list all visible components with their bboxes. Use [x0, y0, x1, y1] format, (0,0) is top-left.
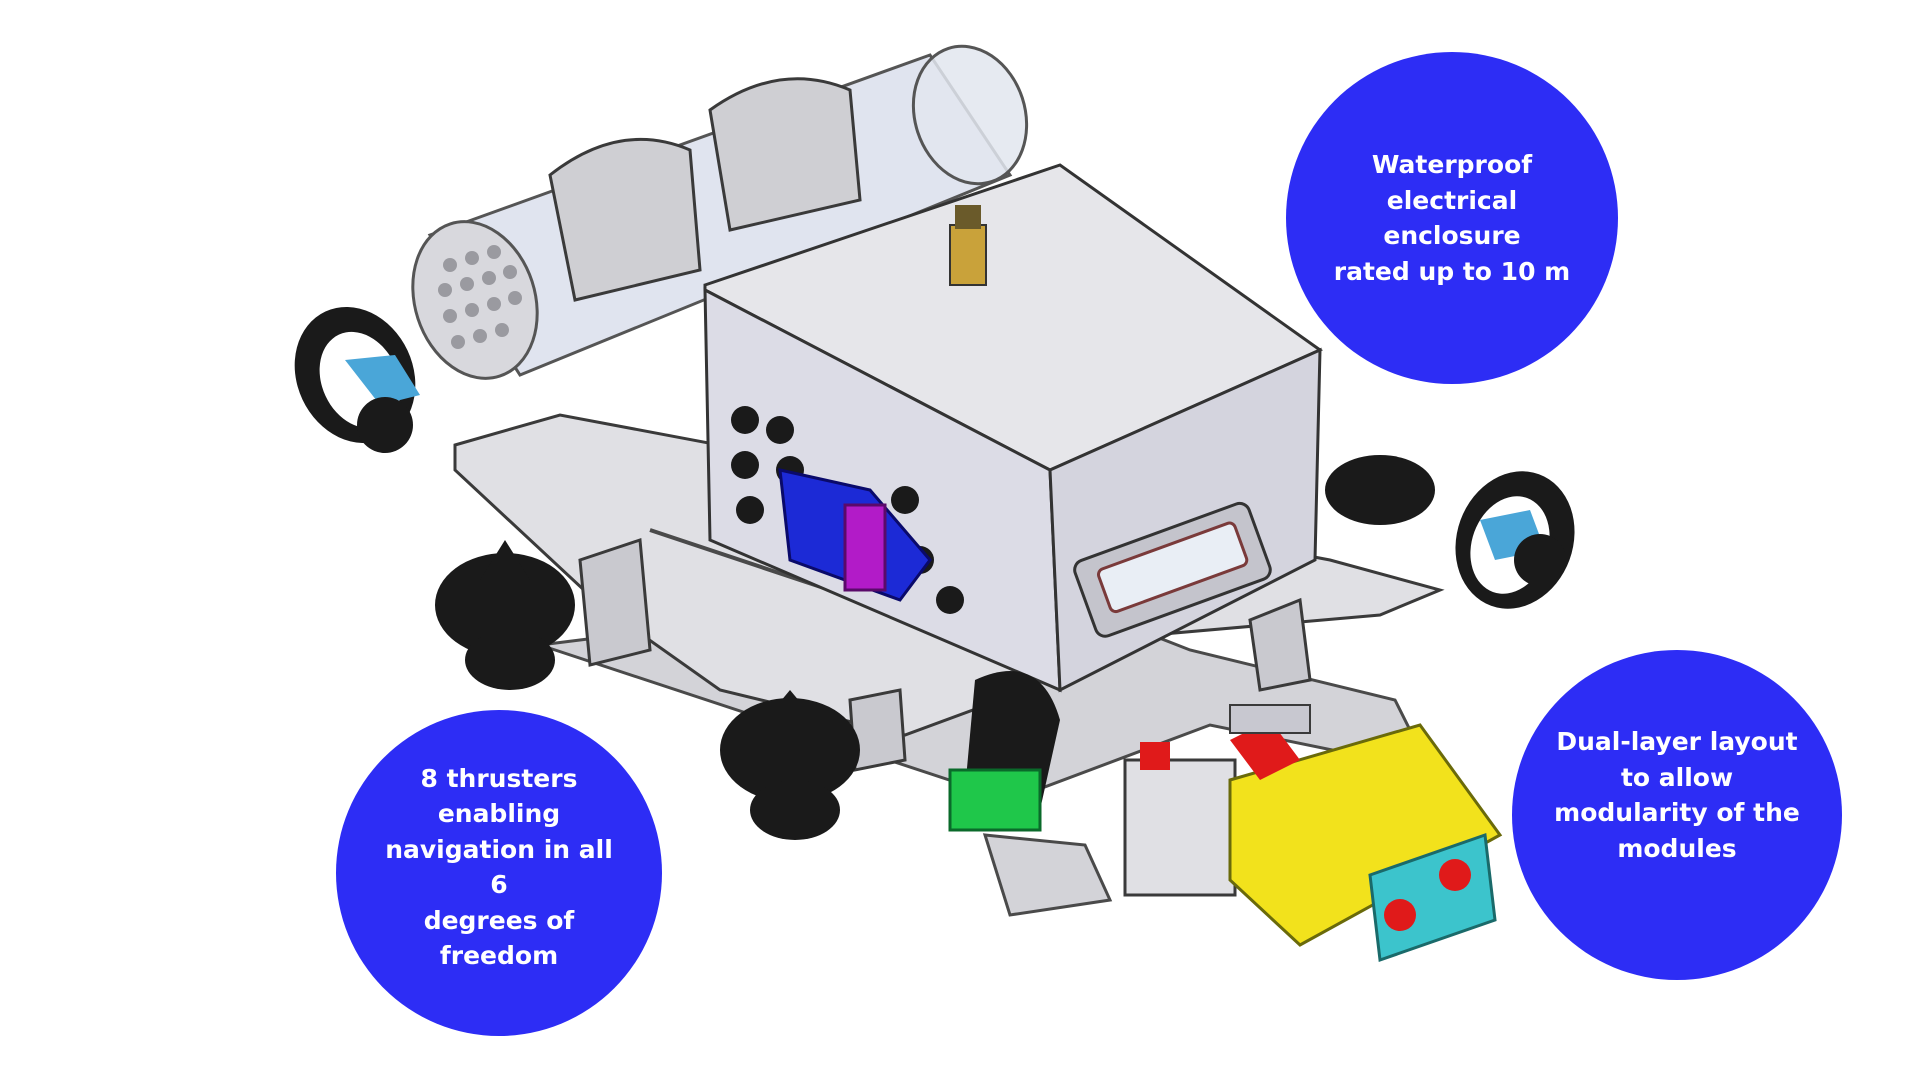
callout-layout: Dual-layer layout to allow modularity of…	[1512, 650, 1842, 980]
payload-modules	[1123, 704, 1503, 963]
callout-enclosure-text: Waterproof electrical enclosure rated up…	[1333, 150, 1571, 286]
electrical-enclosure	[703, 163, 1324, 693]
callout-layout-text: Dual-layer layout to allow modularity of…	[1554, 727, 1800, 863]
callout-thrusters-text: 8 thrusters enabling navigation in all 6…	[385, 763, 613, 971]
callout-thrusters: 8 thrusters enabling navigation in all 6…	[336, 710, 662, 1036]
transparent-tube-housing	[411, 44, 1029, 380]
callout-enclosure: Waterproof electrical enclosure rated up…	[1286, 52, 1618, 384]
thrusters	[294, 306, 1575, 840]
